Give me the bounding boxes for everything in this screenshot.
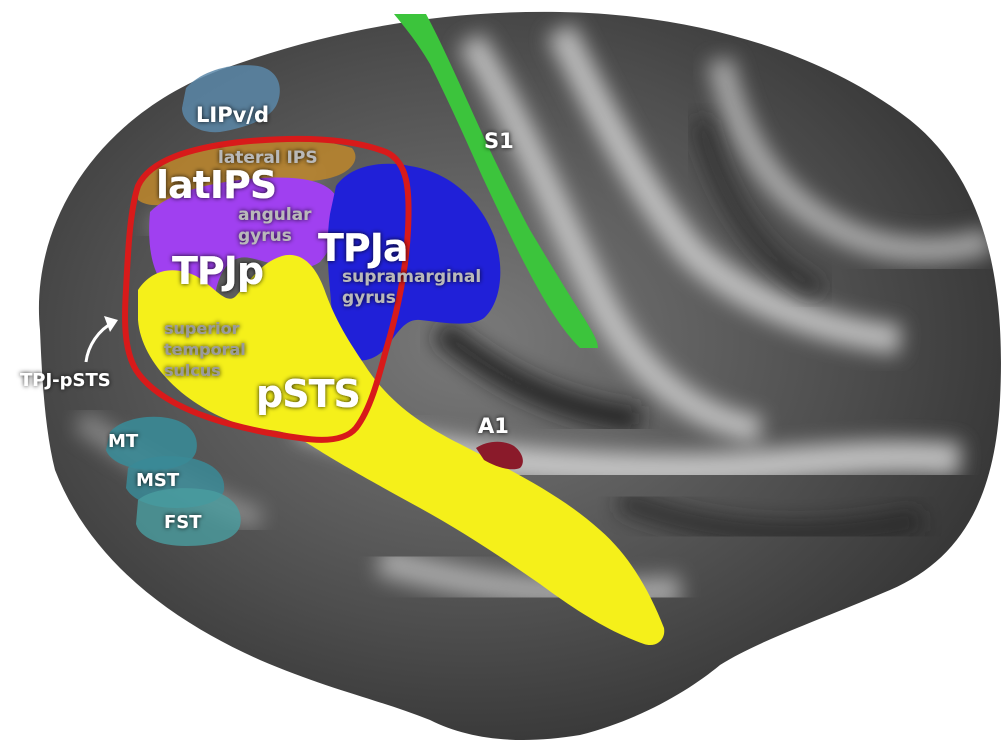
label-psts: pSTS [256,372,360,416]
label-superior-2: temporal [164,340,246,359]
label-mt: MT [108,431,139,452]
label-s1: S1 [484,129,514,153]
label-latips: latIPS [156,163,276,207]
label-tpj-psts: TPJ-pSTS [20,370,111,391]
label-superior-3: sulcus [164,361,221,380]
label-superior-1: superior [164,319,240,338]
label-a1: A1 [478,414,509,438]
label-supramarginal-1: supramarginal [342,267,481,287]
label-mst: MST [136,470,180,491]
label-tpja: TPJa [318,226,408,270]
label-supramarginal-2: gyrus [342,288,396,308]
label-tpjp: TPJp [172,249,263,293]
label-lipvd: LIPv/d [196,103,269,127]
label-fst: FST [164,512,202,533]
label-angular-gyrus-2: gyrus [238,226,292,246]
label-angular-gyrus-1: angular [238,205,312,225]
